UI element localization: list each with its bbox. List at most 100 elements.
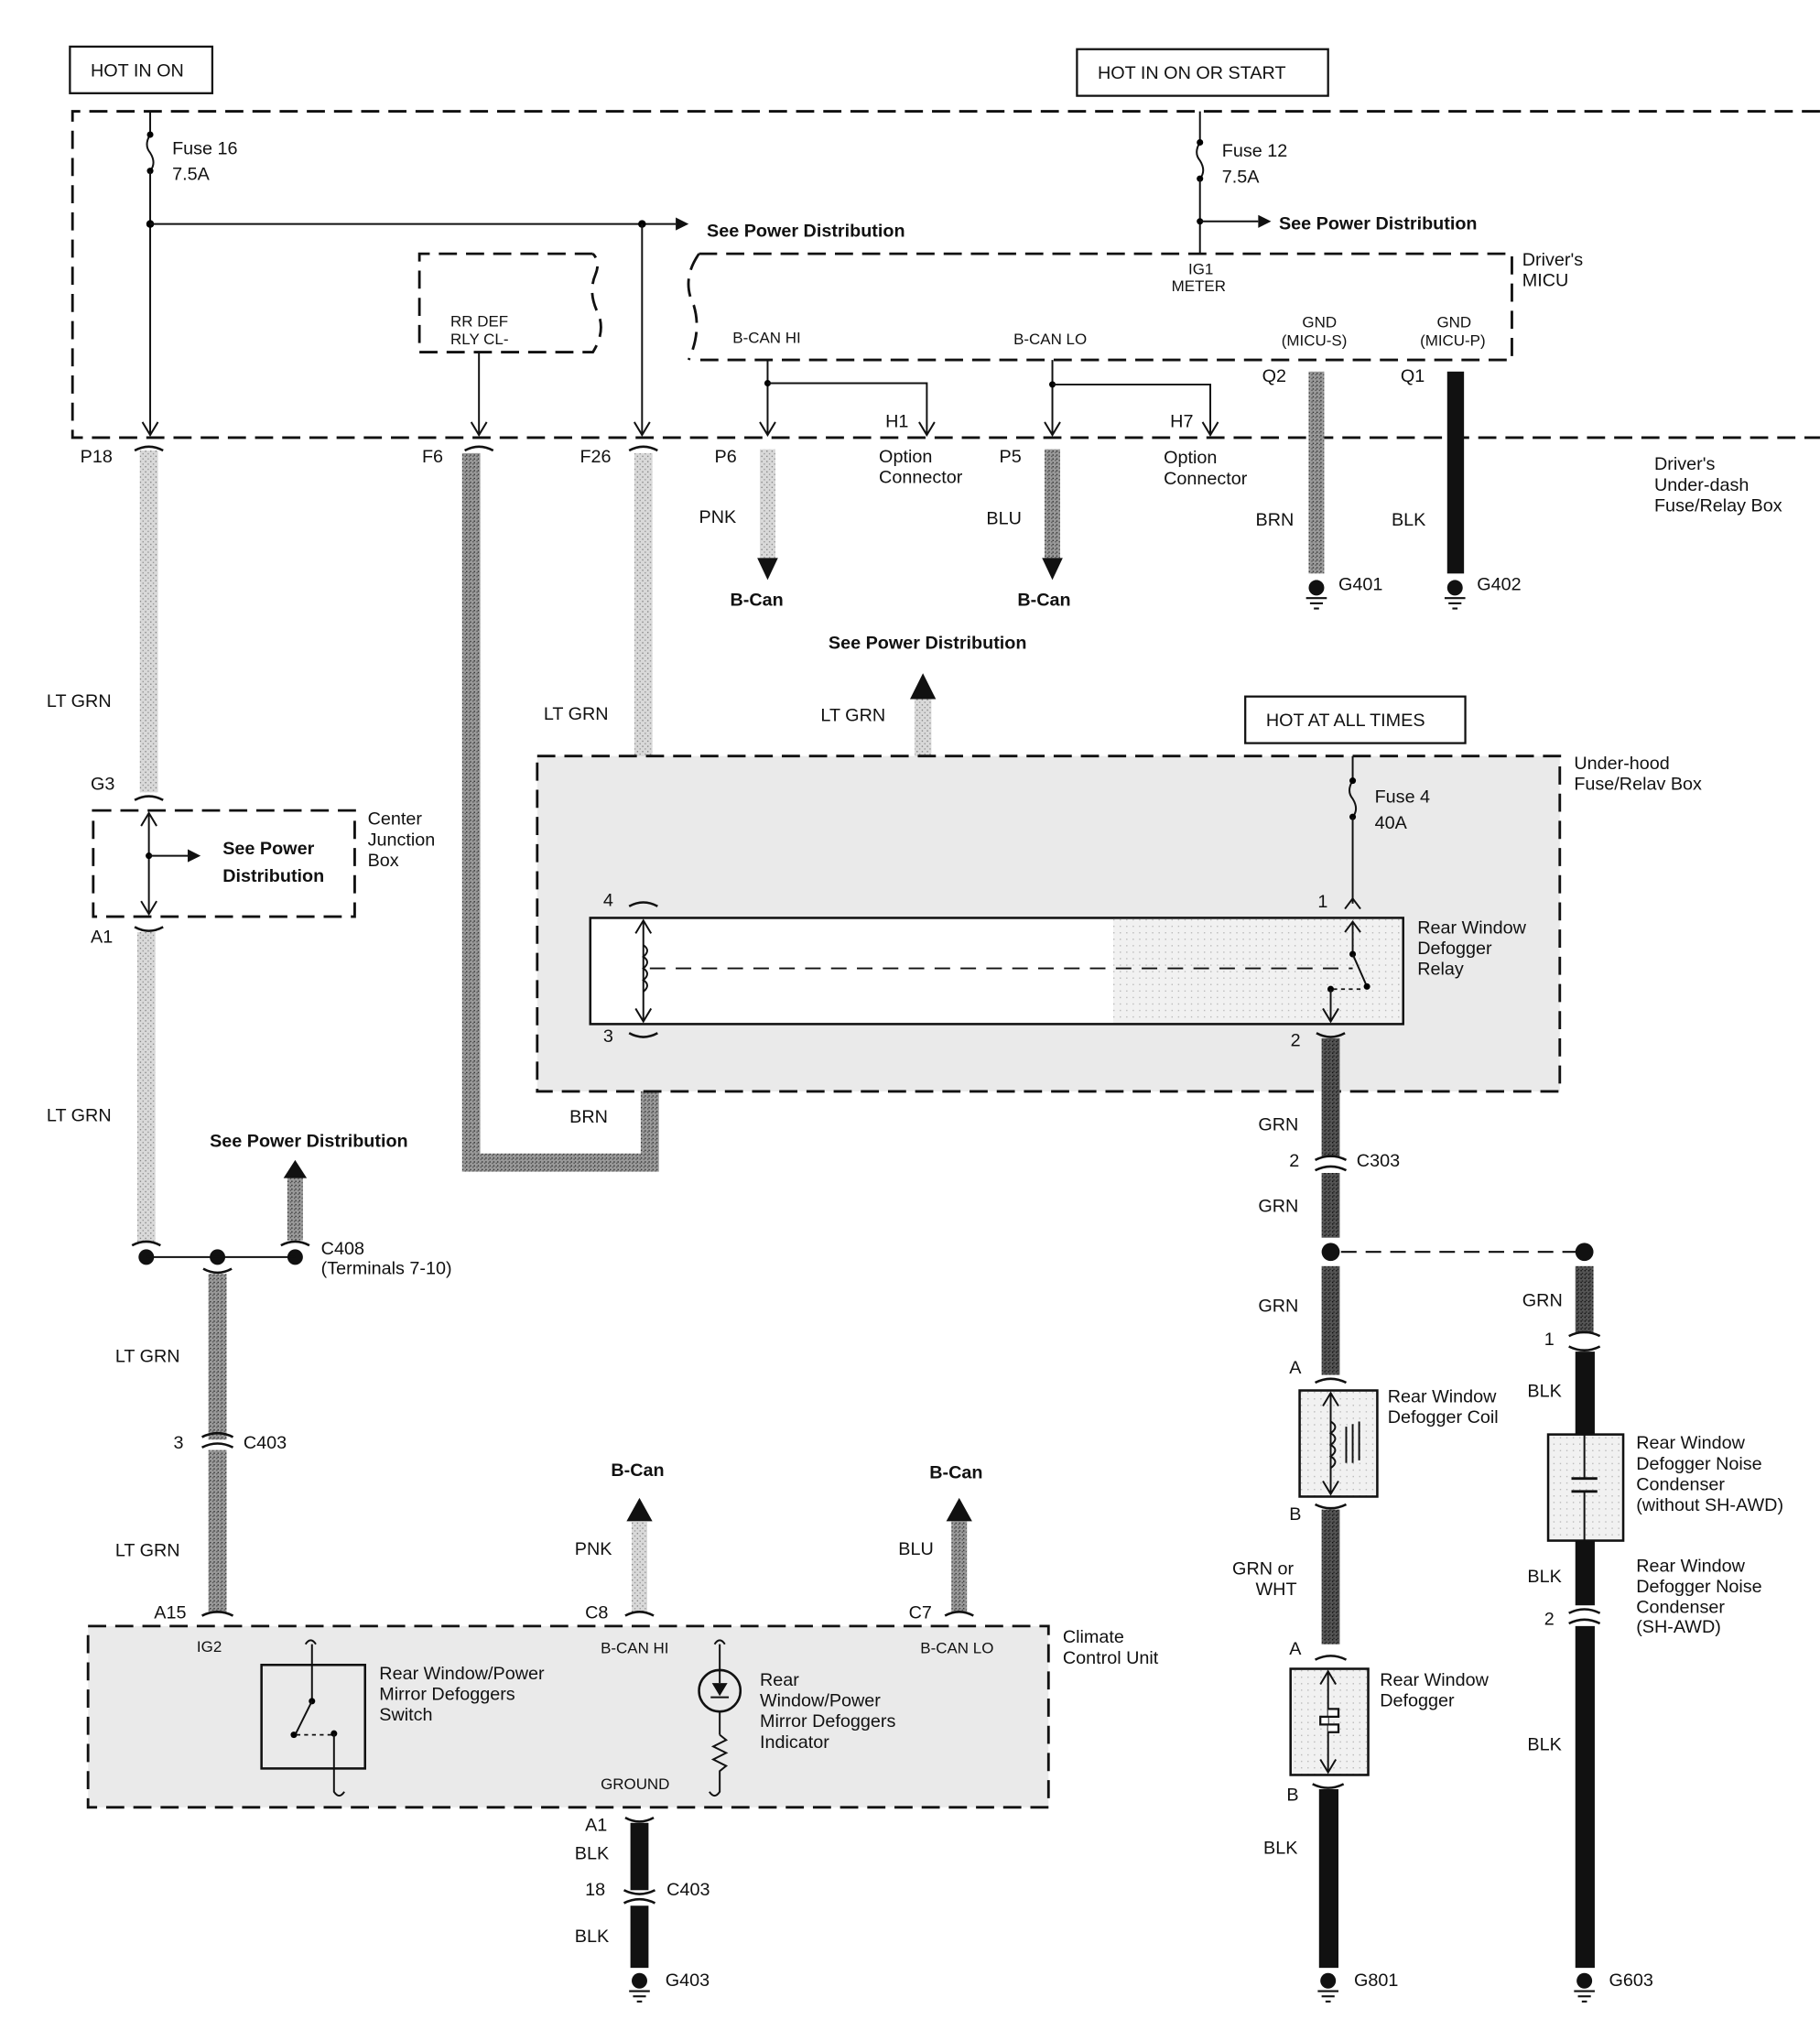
underhood-box-label-2: Fuse/Relav Box (1574, 774, 1702, 794)
svg-text:Under-dash: Under-dash (1654, 475, 1749, 495)
wire-label-brn-relay: BRN (569, 1107, 608, 1127)
rear-window-defogger-coil (1298, 1389, 1379, 1498)
indicator-label-4: Indicator (760, 1732, 829, 1753)
wire-label-grn-or-wht: GRN or (1232, 1558, 1294, 1579)
wire-lt-grn-c403 (208, 1274, 227, 1440)
wire-grn-or-wht (1321, 1509, 1340, 1645)
defogger-switch[interactable] (260, 1664, 367, 1770)
relay-pin-3-label: 3 (603, 1026, 613, 1047)
hot-at-all-times-box: HOT AT ALL TIMES (1244, 695, 1467, 744)
p5-connector-label: P5 (1000, 447, 1022, 467)
gnd-micu-p-pin: GND (1436, 314, 1471, 331)
ground-icon (629, 1972, 650, 2003)
gnd-micu-s-pin: GND (1302, 314, 1337, 331)
wire-blk-g603 (1575, 1625, 1595, 1969)
p6-connector-label: P6 (715, 447, 737, 467)
ig2-pin: IG2 (197, 1638, 222, 1655)
c403-pin-18-label: 18 (585, 1880, 605, 1900)
g403-label: G403 (666, 1970, 710, 1991)
rr-def-box (417, 252, 602, 353)
fuse-12-label: Fuse 12 (1222, 141, 1287, 161)
wire-blk-g402 (1446, 371, 1465, 574)
indicator-label-2: Window/Power (760, 1691, 881, 1711)
underhood-box-label: Under-hood (1574, 754, 1669, 774)
climate-control-unit-label-2: Control Unit (1063, 1648, 1159, 1668)
c8-connector-label: C8 (585, 1602, 608, 1623)
drivers-micu-box (699, 252, 1513, 362)
condenser-without-awd-label: Rear Window (1636, 1433, 1745, 1453)
b-can-link-4[interactable]: B-Can (929, 1463, 982, 1483)
gnd-micu-s-pin-2: (MICU-S) (1282, 332, 1348, 350)
c403-ground-connector-label: C403 (666, 1880, 710, 1900)
b-can-hi-pin: B-CAN HI (732, 330, 800, 347)
wire-label-grn-or-wht-2: WHT (1256, 1579, 1297, 1600)
wire-blk-condenser-1 (1575, 1352, 1595, 1435)
a15-connector-label: A15 (154, 1602, 186, 1623)
g402-label: G402 (1477, 575, 1521, 595)
wire-label-lt-grn-6: LT GRN (820, 706, 885, 726)
b-can-lo-pin-2: B-CAN LO (920, 1640, 993, 1657)
condenser-pin-1-label: 1 (1544, 1330, 1555, 1350)
see-power-distribution-link-4[interactable]: See Power Distribution (210, 1132, 408, 1152)
arrow-up-icon (910, 673, 937, 700)
c403-connector-label: C403 (244, 1433, 287, 1453)
c303-connector-label: C303 (1357, 1151, 1400, 1171)
relay-pin-2-label: 2 (1291, 1030, 1301, 1050)
wire-label-grn-3: GRN (1258, 1296, 1298, 1316)
see-power-distribution-link-5[interactable]: See Power Distribution (829, 633, 1027, 653)
a1-ground-connector-label: A1 (585, 1815, 607, 1835)
condenser-awd-label-3: Condenser (1636, 1598, 1725, 1618)
wire-label-pnk-2: PNK (575, 1539, 612, 1559)
ig1-meter-pin-2: METER (1172, 277, 1226, 295)
center-junction-box-label-3: Box (368, 851, 399, 871)
condenser-awd-label-4: (SH-AWD) (1636, 1617, 1721, 1637)
c7-connector-label: C7 (909, 1602, 932, 1623)
wire-blk-condenser-2 (1575, 1540, 1595, 1606)
f26-connector-label: F26 (580, 447, 611, 467)
relay-label-2: Defogger (1417, 939, 1492, 959)
see-power-distribution-link-3b[interactable]: Distribution (222, 866, 324, 886)
fuse-16-rating: 7.5A (172, 165, 210, 185)
condenser-without-awd-label-3: Condenser (1636, 1474, 1725, 1494)
wire-lt-grn-a15 (208, 1449, 227, 1613)
fuse-12-icon (1196, 142, 1205, 179)
option-connector-h7-label-2: Connector (1164, 469, 1248, 489)
wire-label-blk-5: BLK (575, 1927, 609, 1947)
drivers-micu-label: Driver's (1522, 250, 1584, 270)
condenser-without-awd-label-2: Defogger Noise (1636, 1454, 1761, 1474)
wire-blk-g801 (1318, 1789, 1339, 1969)
noise-condenser (1546, 1433, 1625, 1542)
svg-text:Fuse/Relay Box: Fuse/Relay Box (1654, 495, 1782, 516)
climate-control-unit-label: Climate (1063, 1627, 1124, 1647)
switch-label-2: Mirror Defoggers (379, 1684, 515, 1704)
wire-label-blk-4: BLK (575, 1843, 609, 1863)
defogger-label: Rear Window (1380, 1670, 1489, 1690)
p18-connector-label: P18 (81, 447, 113, 467)
relay-label: Rear Window (1417, 917, 1526, 938)
wire-label-lt-grn-2: LT GRN (47, 1105, 112, 1125)
ground-icon (1574, 1972, 1595, 2003)
b-can-link-3[interactable]: B-Can (611, 1460, 664, 1481)
arrow-up-icon (946, 1497, 972, 1522)
fuse-16-icon (146, 134, 155, 172)
see-power-distribution-link-3[interactable]: See Power (222, 839, 314, 859)
center-junction-box-label: Center (368, 809, 423, 830)
relay-pin-4-label: 4 (603, 891, 613, 911)
b-can-link-1[interactable]: B-Can (730, 591, 783, 611)
coil-label-2: Defogger Coil (1388, 1407, 1499, 1428)
fuse-4-icon (1349, 780, 1358, 818)
b-can-link-2[interactable]: B-Can (1017, 591, 1070, 611)
ig1-meter-pin: IG1 (1188, 261, 1213, 278)
relay-label-3: Relay (1417, 960, 1464, 980)
wire-label-blk-2: BLK (1527, 1567, 1561, 1587)
underdash-box-border (70, 110, 1820, 440)
coil-pin-a-label: A (1289, 1358, 1302, 1378)
see-power-distribution-link-2[interactable]: See Power Distribution (1279, 213, 1478, 233)
wire-label-lt-grn-3: LT GRN (115, 1346, 180, 1366)
c303-pin-label: 2 (1289, 1151, 1299, 1171)
see-power-distribution-link-1[interactable]: See Power Distribution (707, 222, 905, 242)
indicator-label: Rear (760, 1670, 799, 1690)
wire-lt-grn-a1 (136, 932, 156, 1243)
wire-label-blu: BLU (986, 509, 1021, 529)
drivers-micu-label-2: MICU (1522, 270, 1569, 290)
